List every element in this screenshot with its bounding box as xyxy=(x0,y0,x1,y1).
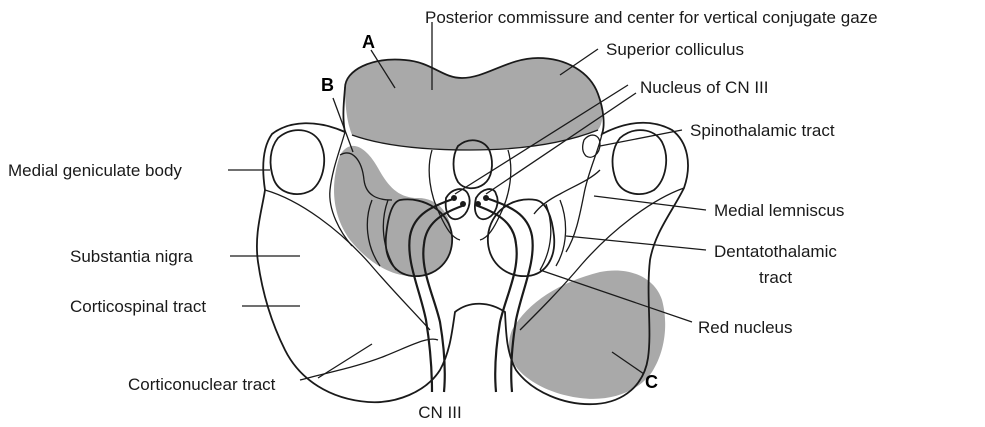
spinothalamic-tract-right xyxy=(583,135,600,157)
label-medial-geniculate-body: Medial geniculate body xyxy=(8,161,182,180)
leader-corticonuclear xyxy=(318,344,372,378)
label-spinothalamic-tract: Spinothalamic tract xyxy=(690,121,835,140)
label-dentatothalamic-tract: tract xyxy=(759,268,792,287)
letter-b: B xyxy=(321,75,334,95)
label-substantia-nigra: Substantia nigra xyxy=(70,247,193,266)
label-corticonuclear-tract: Corticonuclear tract xyxy=(128,375,276,394)
label-corticospinal-tract: Corticospinal tract xyxy=(70,297,206,316)
label-superior-colliculus: Superior colliculus xyxy=(606,40,744,59)
leader-spinothalamic xyxy=(600,130,682,146)
medial-lemniscus-right xyxy=(534,170,600,214)
medial-geniculate-body-left xyxy=(271,130,325,194)
leader-dentatothalamic xyxy=(566,236,706,250)
medial-geniculate-body-right xyxy=(613,130,667,194)
label-medial-lemniscus: Medial lemniscus xyxy=(714,201,844,220)
label-red-nucleus: Red nucleus xyxy=(698,318,793,337)
dentatothalamic-right xyxy=(540,200,566,270)
letter-c: C xyxy=(645,372,658,392)
leader-medial-lemniscus xyxy=(594,196,706,210)
lesion-c-shading xyxy=(509,270,665,398)
label-nucleus-cn3: Nucleus of CN III xyxy=(640,78,769,97)
label-cn3: CN III xyxy=(418,403,461,422)
red-nucleus-right xyxy=(488,199,554,276)
lesion-b-shading xyxy=(334,146,452,276)
label-posterior-commissure: Posterior commissure and center for vert… xyxy=(425,8,878,27)
letter-a: A xyxy=(362,32,375,52)
label-dentatothalamic: Dentatothalamic xyxy=(714,242,837,261)
